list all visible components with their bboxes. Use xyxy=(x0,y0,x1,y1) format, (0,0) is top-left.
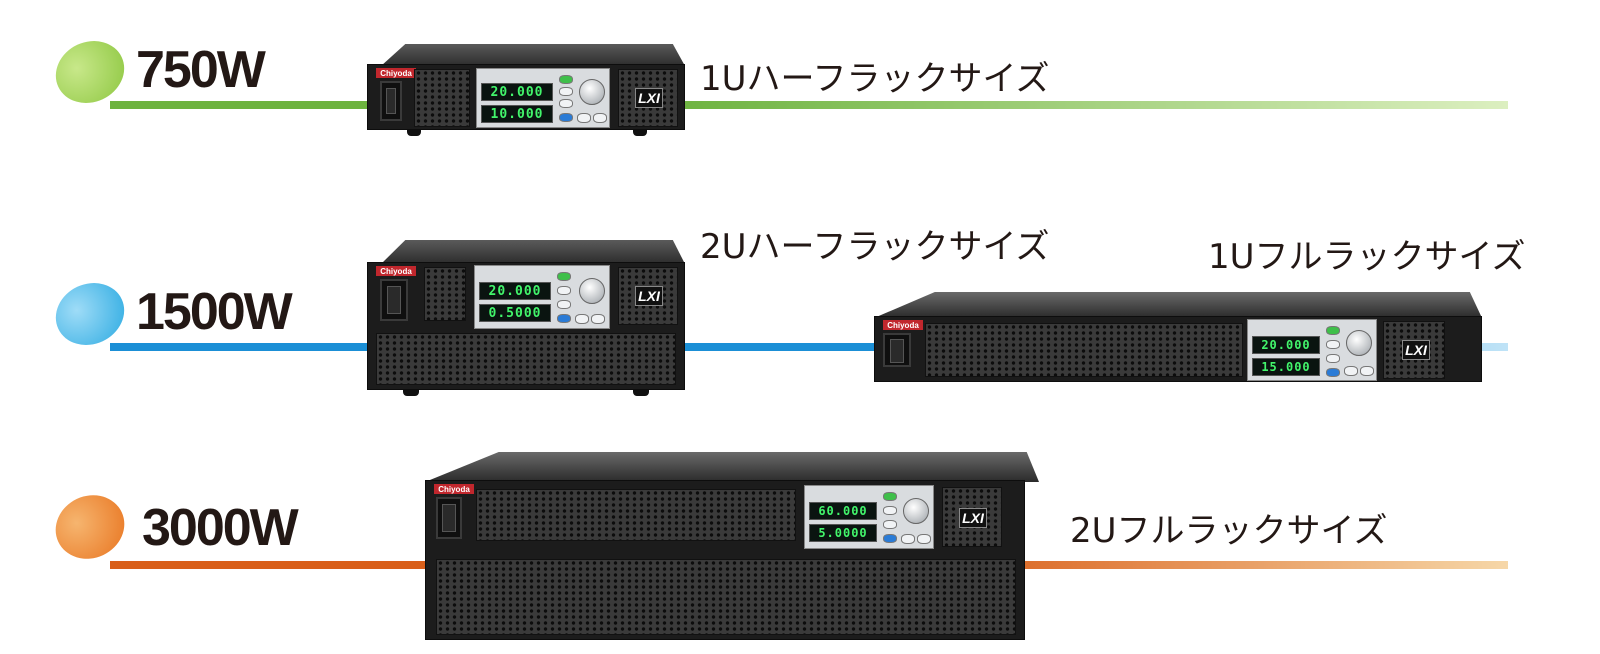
power-supply-750w-image: Chiyoda 20.000 10.000 LXI xyxy=(367,44,685,136)
current-display: 0.5000 xyxy=(479,304,551,322)
control-knob xyxy=(579,278,605,304)
current-display: 5.0000 xyxy=(809,524,877,542)
current-display: 15.000 xyxy=(1252,358,1320,376)
power-supply-1500w-1u-full-image: Chiyoda 20.000 15.000 LXI xyxy=(874,292,1482,388)
lxi-logo: LXI xyxy=(959,508,987,528)
control-knob xyxy=(1346,330,1372,356)
size-label-2u-half: 2Uハーフラックサイズ xyxy=(700,227,1050,267)
power-rating-3000w: 3000W xyxy=(142,499,299,557)
current-display: 10.000 xyxy=(481,105,553,123)
lxi-logo: LXI xyxy=(635,286,663,306)
row-3000w: 3000W 2Uフルラックサイズ Chiyoda 60.000 5.0000 xyxy=(0,440,1600,650)
lxi-logo: LXI xyxy=(1402,340,1430,360)
size-label-2u-full: 2Uフルラックサイズ xyxy=(1070,511,1388,551)
control-panel: 20.000 10.000 xyxy=(476,68,610,128)
control-knob xyxy=(579,79,605,105)
power-rating-1500w: 1500W xyxy=(136,283,293,341)
power-rating-750w: 750W xyxy=(136,41,266,99)
control-panel: 20.000 15.000 xyxy=(1247,319,1377,381)
control-panel: 20.000 0.5000 xyxy=(474,265,610,329)
power-supply-1500w-2u-half-image: Chiyoda 20.000 0.5000 LXI xyxy=(367,240,685,396)
voltage-display: 20.000 xyxy=(481,83,553,101)
lxi-logo: LXI xyxy=(635,88,663,108)
size-label-1u-half: 1Uハーフラックサイズ xyxy=(700,59,1050,99)
brand-logo: Chiyoda xyxy=(883,320,923,330)
power-supply-3000w-2u-full-image: Chiyoda 60.000 5.0000 LXI xyxy=(425,452,1039,648)
blue-divider-line xyxy=(110,343,1508,351)
green-divider-line xyxy=(110,101,1508,109)
brand-logo: Chiyoda xyxy=(434,484,474,494)
power-switch xyxy=(380,279,408,321)
control-knob xyxy=(903,498,929,524)
voltage-display: 60.000 xyxy=(809,502,877,520)
control-panel: 60.000 5.0000 xyxy=(804,485,934,549)
row-1500w: 1500W 2Uハーフラックサイズ 1Uフルラックサイズ Chiyoda 20.… xyxy=(0,200,1600,420)
orange-leaf-icon xyxy=(45,484,135,570)
power-switch xyxy=(436,497,462,539)
brand-logo: Chiyoda xyxy=(376,68,416,78)
power-switch xyxy=(883,333,911,367)
brand-logo: Chiyoda xyxy=(376,266,416,276)
row-750w: 750W 1Uハーフラックサイズ Chiyoda 20.000 10.000 xyxy=(0,0,1600,150)
power-switch xyxy=(380,81,402,121)
voltage-display: 20.000 xyxy=(479,282,551,300)
size-label-1u-full: 1Uフルラックサイズ xyxy=(1208,237,1526,277)
voltage-display: 20.000 xyxy=(1252,336,1320,354)
